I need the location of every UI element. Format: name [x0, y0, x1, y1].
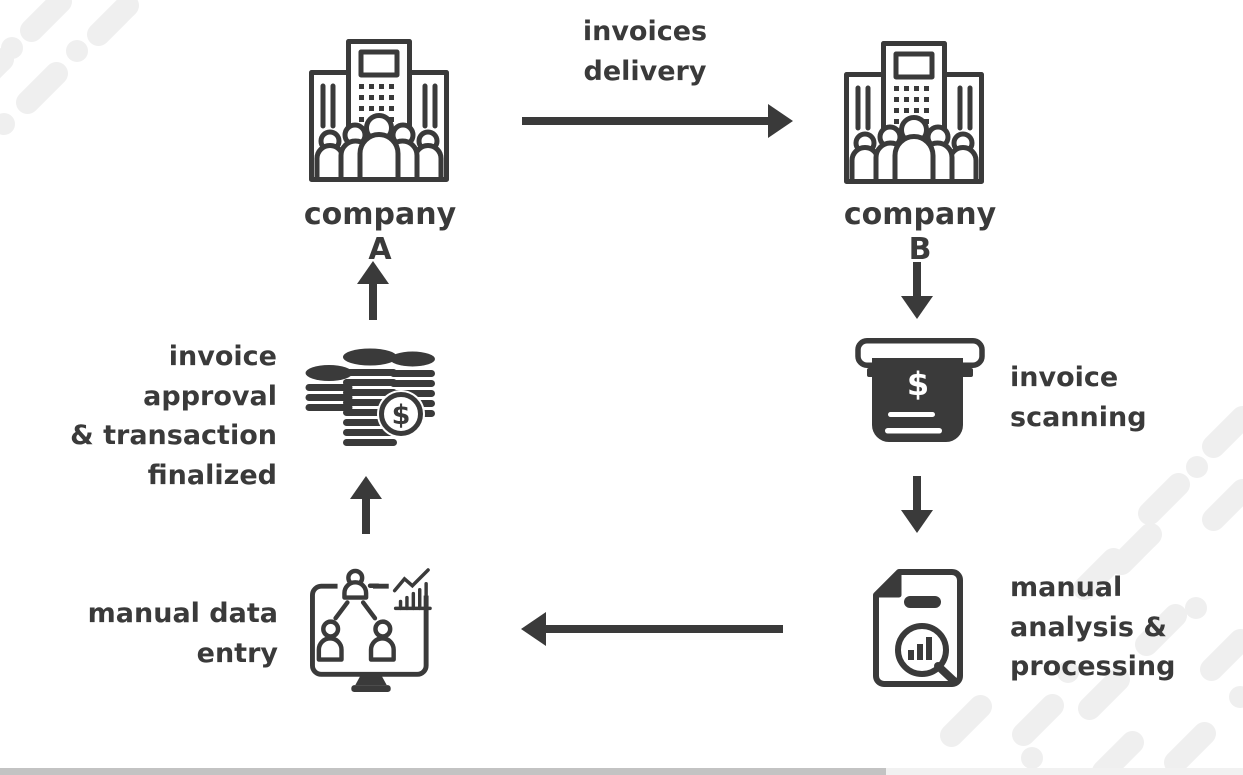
manual-data-entry-label: manual data entry [87, 598, 278, 669]
decorative-dash [15, 0, 77, 47]
arrow-dataentry-to-approval-head [350, 476, 382, 499]
arrow-dataentry-to-approval [362, 496, 370, 534]
arrow-scanner-to-analysis-head [901, 510, 933, 533]
arrow-analysis-to-dataentry [544, 625, 783, 633]
company-b-label: company B [843, 197, 997, 267]
company-a-building-icon [308, 38, 450, 183]
invoice-scanning-label: invoice scanning [1010, 362, 1147, 433]
arrow-a-to-b-head [768, 104, 793, 138]
company-a-label: company A [303, 197, 457, 267]
decorative-dot [0, 113, 15, 135]
decorative-dot [1229, 686, 1243, 708]
invoice-approval-label: invoice approval & transaction finalized [70, 341, 277, 492]
decorative-dash [1133, 468, 1195, 530]
arrow-approval-to-companya [369, 281, 377, 320]
coin-badge-dollar-glyph: $ [392, 400, 411, 431]
arrow-b-to-scanner [913, 262, 921, 298]
decorative-dot [1186, 456, 1208, 478]
bottom-scrollbar-thumb[interactable] [0, 768, 886, 775]
decorative-dot [1185, 597, 1207, 619]
decorative-dash [1007, 689, 1069, 751]
arrow-scanner-to-analysis [913, 476, 921, 512]
decorative-dash [1197, 401, 1243, 463]
arrow-b-to-scanner-head [901, 296, 933, 319]
decorative-dot [1, 37, 23, 59]
decorative-dot [1057, 661, 1079, 683]
bottom-scrollbar-track [0, 768, 1243, 775]
decorative-dash [11, 57, 73, 119]
decorative-dash [935, 690, 997, 752]
invoices-delivery-label: invoices delivery [582, 16, 708, 87]
coin-stacks-dollar-icon: $ [303, 347, 435, 447]
scanner-dollar-glyph: $ [907, 365, 929, 403]
company-b-building-icon [843, 40, 985, 185]
arrow-analysis-to-dataentry-head [521, 612, 546, 646]
arrow-a-to-b [522, 117, 770, 125]
arrow-approval-to-companya-head [357, 261, 389, 284]
receipt-scanner-icon: $ [855, 338, 985, 448]
decorative-dot [1021, 747, 1043, 769]
decorative-dash [1159, 717, 1221, 775]
document-magnifier-chart-icon [872, 569, 964, 687]
monitor-orgchart-icon [310, 568, 434, 694]
decorative-dot [66, 40, 88, 62]
decorative-dash [1197, 474, 1243, 536]
manual-analysis-label: manual analysis & processing [1010, 572, 1176, 683]
decorative-dash [82, 0, 144, 51]
decorative-dash [1195, 624, 1243, 686]
